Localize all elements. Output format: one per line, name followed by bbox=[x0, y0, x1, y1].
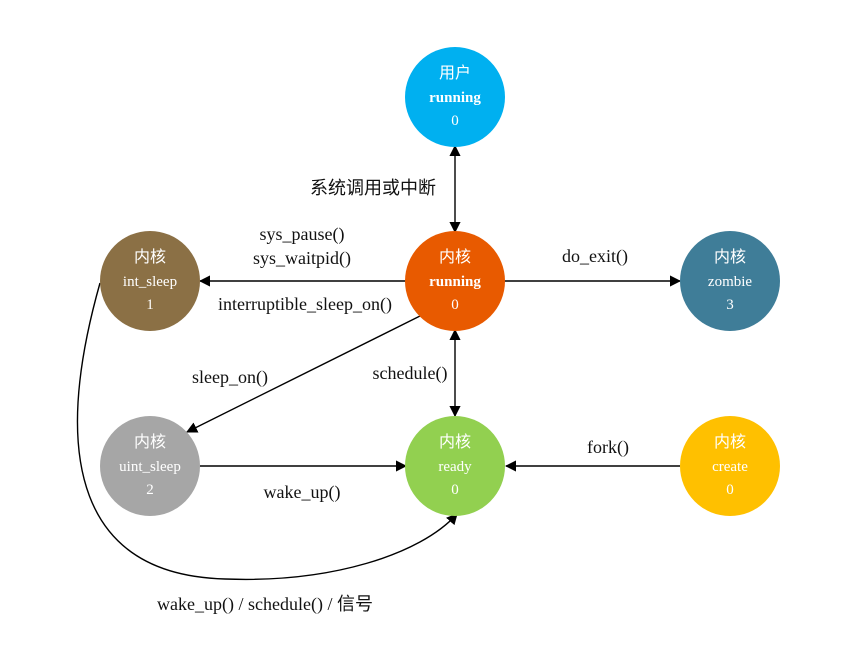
node-circle bbox=[405, 416, 505, 516]
node-state: create bbox=[712, 459, 748, 475]
node-user-running: 用户 running 0 bbox=[405, 47, 505, 147]
node-create: 内核 create 0 bbox=[680, 416, 780, 516]
node-circle bbox=[100, 231, 200, 331]
node-code: 2 bbox=[146, 482, 154, 498]
node-zombie: 内核 zombie 3 bbox=[680, 231, 780, 331]
node-code: 0 bbox=[451, 482, 459, 498]
label-do-exit: do_exit() bbox=[562, 246, 628, 267]
node-ready: 内核 ready 0 bbox=[405, 416, 505, 516]
node-kernel-running: 内核 running 0 bbox=[405, 231, 505, 331]
node-title: 内核 bbox=[134, 433, 166, 451]
node-title: 内核 bbox=[134, 248, 166, 266]
node-code: 1 bbox=[146, 297, 154, 313]
label-syscall: 系统调用或中断 bbox=[310, 178, 436, 198]
node-title: 内核 bbox=[714, 433, 746, 451]
node-circle bbox=[680, 416, 780, 516]
node-state: running bbox=[429, 90, 481, 106]
node-title: 内核 bbox=[439, 248, 471, 266]
node-state: ready bbox=[438, 459, 472, 475]
node-circle bbox=[100, 416, 200, 516]
node-title: 内核 bbox=[714, 248, 746, 266]
label-sleep-on: sleep_on() bbox=[192, 367, 268, 388]
node-circle bbox=[680, 231, 780, 331]
node-state: running bbox=[429, 274, 481, 290]
node-code: 0 bbox=[726, 482, 734, 498]
label-fork: fork() bbox=[587, 437, 629, 458]
node-title: 用户 bbox=[439, 64, 471, 82]
node-uint-sleep: 内核 uint_sleep 2 bbox=[100, 416, 200, 516]
node-circle bbox=[405, 231, 505, 331]
label-interruptible-sleep-on: interruptible_sleep_on() bbox=[218, 294, 392, 315]
node-code: 0 bbox=[451, 113, 459, 129]
label-sys-waitpid: sys_waitpid() bbox=[253, 248, 351, 269]
node-code: 0 bbox=[451, 297, 459, 313]
node-state: uint_sleep bbox=[119, 459, 181, 475]
node-title: 内核 bbox=[439, 433, 471, 451]
label-schedule: schedule() bbox=[373, 363, 448, 384]
label-wake-up: wake_up() bbox=[264, 482, 341, 503]
edge-running-uint-sleep bbox=[185, 315, 421, 433]
node-code: 3 bbox=[726, 297, 734, 313]
label-wake-up-schedule-signal: wake_up() / schedule() / 信号 bbox=[157, 594, 373, 615]
node-int-sleep: 内核 int_sleep 1 bbox=[100, 231, 200, 331]
node-state: zombie bbox=[708, 274, 752, 290]
node-state: int_sleep bbox=[123, 274, 177, 290]
label-sys-pause: sys_pause() bbox=[260, 224, 345, 245]
node-circle bbox=[405, 47, 505, 147]
edge-int-sleep-ready-curve bbox=[76, 282, 458, 581]
